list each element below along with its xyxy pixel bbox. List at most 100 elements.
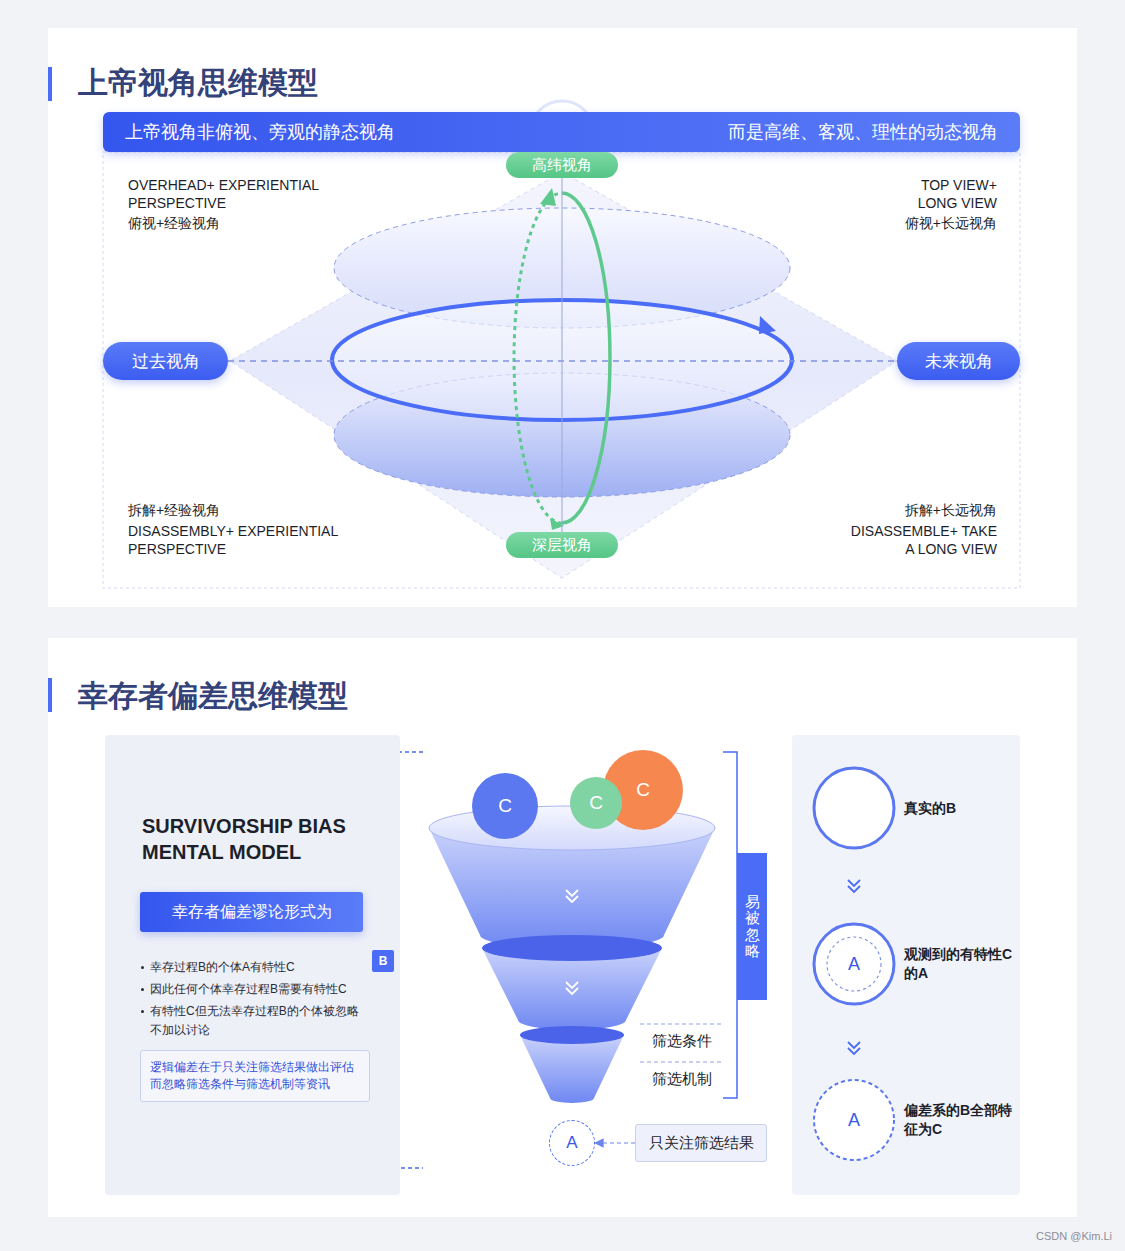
- corner-group: TOP VIEW+ LONG VIEW 俯视+长远视角: [897, 176, 997, 233]
- text-slot: 拆解+长远视角: [905, 501, 997, 519]
- corner-group: 拆解+经验视角 DISASSEMBLY+ EXPERIENTIAL PERSPEC…: [128, 501, 343, 558]
- corner-label: 俯视+长远视角: [905, 214, 997, 232]
- ball-text: C: [636, 779, 650, 801]
- text-slot: 筛选条件: [652, 1032, 712, 1051]
- region-frame: [103, 152, 1020, 588]
- text-slot: 而是高维、客观、理性的动态视角: [728, 112, 998, 152]
- text-slot: 筛选机制: [652, 1070, 712, 1089]
- model-card-text: SURVIVORSHIP BIAS MENTAL MODEL: [142, 813, 392, 865]
- corner-group: OVERHEAD+ EXPERIENTIAL PERSPECTIVE 俯视+经验视…: [128, 176, 343, 233]
- tag-box: B: [372, 950, 394, 972]
- ball: C: [472, 773, 538, 839]
- plane-arrowhead: [759, 316, 776, 334]
- text-slot: 过去视角: [132, 350, 200, 373]
- corner-label: OVERHEAD+ EXPERIENTIAL PERSPECTIVE: [128, 176, 343, 212]
- page-title: 上帝视角思维模型: [78, 63, 318, 104]
- text-slot: 真实的B: [904, 766, 1016, 850]
- title-bar: [48, 67, 52, 101]
- header-banner: 上帝视角非俯视、旁观的静态视角 而是高维、客观、理性的动态视角: [103, 112, 1020, 152]
- section-title: 幸存者偏差思维模型: [78, 676, 348, 717]
- text-slot: DISASSEMBLY+ EXPERIENTIAL PERSPECTIVE: [128, 522, 343, 558]
- decor-shape: [566, 896, 578, 902]
- divider: [640, 1062, 722, 1063]
- funnel-rim: [520, 1026, 624, 1044]
- ring-node-text: A: [848, 1110, 860, 1131]
- text-slot: OVERHEAD+ EXPERIENTIAL PERSPECTIVE: [128, 176, 343, 212]
- text-slot: SURVIVORSHIP BIAS MENTAL MODEL: [142, 813, 392, 865]
- bottom-panel: [48, 638, 1077, 1217]
- decor-shape: [848, 886, 860, 892]
- ring-node-text: 真实的B: [904, 799, 956, 818]
- bullet-dot: [141, 988, 144, 991]
- ball: C: [570, 777, 622, 829]
- text-slot: 有特性C但无法幸存过程B的个体被忽略不加以讨论: [150, 1002, 360, 1039]
- text-slot: TOP VIEW+ LONG VIEW: [897, 176, 997, 212]
- chevron: [566, 890, 578, 994]
- decor-shape: [848, 880, 860, 886]
- text-slot: 只关注筛选结果: [649, 1134, 754, 1153]
- text-slot: 俯视+长远视角: [905, 214, 997, 232]
- ring-node: A 偏差系的B全部特征为C: [812, 1078, 1022, 1162]
- view-pill-text: 未来视角: [925, 350, 993, 373]
- ring-node-text: 偏差系的B全部特征为C: [904, 1101, 1016, 1139]
- note-box-text: 逻辑偏差在于只关注筛选结果做出评估而忽略筛选条件与筛选机制等资讯: [150, 1059, 360, 1093]
- ring-circle: [814, 1080, 894, 1160]
- text-slot: C: [636, 779, 650, 801]
- header-banner-text: 而是高维、客观、理性的动态视角: [728, 120, 998, 144]
- decor-shape: [566, 890, 578, 896]
- ball-text: C: [498, 795, 512, 817]
- text-slot: CSDN @Kim.Li: [1036, 1230, 1112, 1242]
- bullet-dot: [141, 1010, 144, 1013]
- ring-node-text: 观测到的有特性C的A: [904, 945, 1016, 983]
- ring-node-text: A: [848, 954, 860, 975]
- view-pill: 深层视角: [506, 532, 618, 558]
- corner-group: 拆解+长远视角DISASSEMBLE+ TAKE A LONG VIEW: [847, 501, 997, 558]
- corner-label: 拆解+长远视角: [905, 501, 997, 519]
- funnel-segment: [520, 1035, 624, 1103]
- corner-label: 俯视+经验视角: [128, 214, 343, 232]
- text-slot: 上帝视角思维模型: [78, 63, 318, 104]
- vertical-bar-text: 易被忽略: [745, 894, 760, 960]
- corner-label: TOP VIEW+ LONG VIEW: [897, 176, 997, 212]
- text-slot: 幸存者偏差谬论形式为: [172, 902, 332, 923]
- filter-label: 筛选条件: [652, 1032, 712, 1051]
- callout-box-text: 只关注筛选结果: [649, 1134, 754, 1153]
- text-slot: 逻辑偏差在于只关注筛选结果做出评估而忽略筛选条件与筛选机制等资讯: [150, 1059, 360, 1093]
- view-pill-text: 过去视角: [132, 350, 200, 373]
- ring-node: A 观测到的有特性C的A: [812, 922, 1022, 1006]
- view-pill-text: 深层视角: [532, 536, 592, 555]
- button-box-text: 幸存者偏差谬论形式为: [172, 902, 332, 923]
- top-panel: [48, 28, 1077, 607]
- view-pill-text: 高纬视角: [532, 156, 592, 175]
- bracket: [723, 752, 737, 1098]
- ring-circle: [814, 924, 894, 1004]
- green-loop-dashed: [514, 193, 562, 523]
- ring-node: 真实的B: [812, 766, 1022, 850]
- decor-shape: [848, 1042, 860, 1048]
- view-pill: 高纬视角: [506, 152, 618, 178]
- note-box: 逻辑偏差在于只关注筛选结果做出评估而忽略筛选条件与筛选机制等资讯: [140, 1050, 370, 1102]
- loop-arrowhead: [540, 188, 556, 206]
- diamond-ground: [230, 172, 897, 578]
- text-slot: 偏差系的B全部特征为C: [904, 1078, 1016, 1162]
- bracket: [396, 752, 423, 1168]
- ring-outline: [812, 766, 896, 850]
- text-slot: A: [814, 1080, 894, 1160]
- text-slot: 高纬视角: [532, 156, 592, 175]
- connector: [562, 178, 563, 532]
- view-pill: 过去视角: [103, 342, 228, 380]
- decor-shape: [566, 982, 578, 988]
- title-bar: [48, 678, 52, 712]
- corner-label: 拆解+经验视角: [128, 501, 343, 519]
- text-slot: 拆解+经验视角: [128, 501, 343, 519]
- text-slot: C: [498, 795, 512, 817]
- header-banner-text: 上帝视角非俯视、旁观的静态视角: [125, 120, 395, 144]
- watermark: CSDN @Kim.Li: [1036, 1230, 1112, 1242]
- divider: [640, 1024, 722, 1025]
- decor-shape: [566, 988, 578, 994]
- text-slot: 观测到的有特性C的A: [904, 922, 1016, 1006]
- model-card: SURVIVORSHIP BIAS MENTAL MODEL幸存过程B的个体A有…: [105, 735, 400, 1195]
- text-slot: 未来视角: [925, 350, 993, 373]
